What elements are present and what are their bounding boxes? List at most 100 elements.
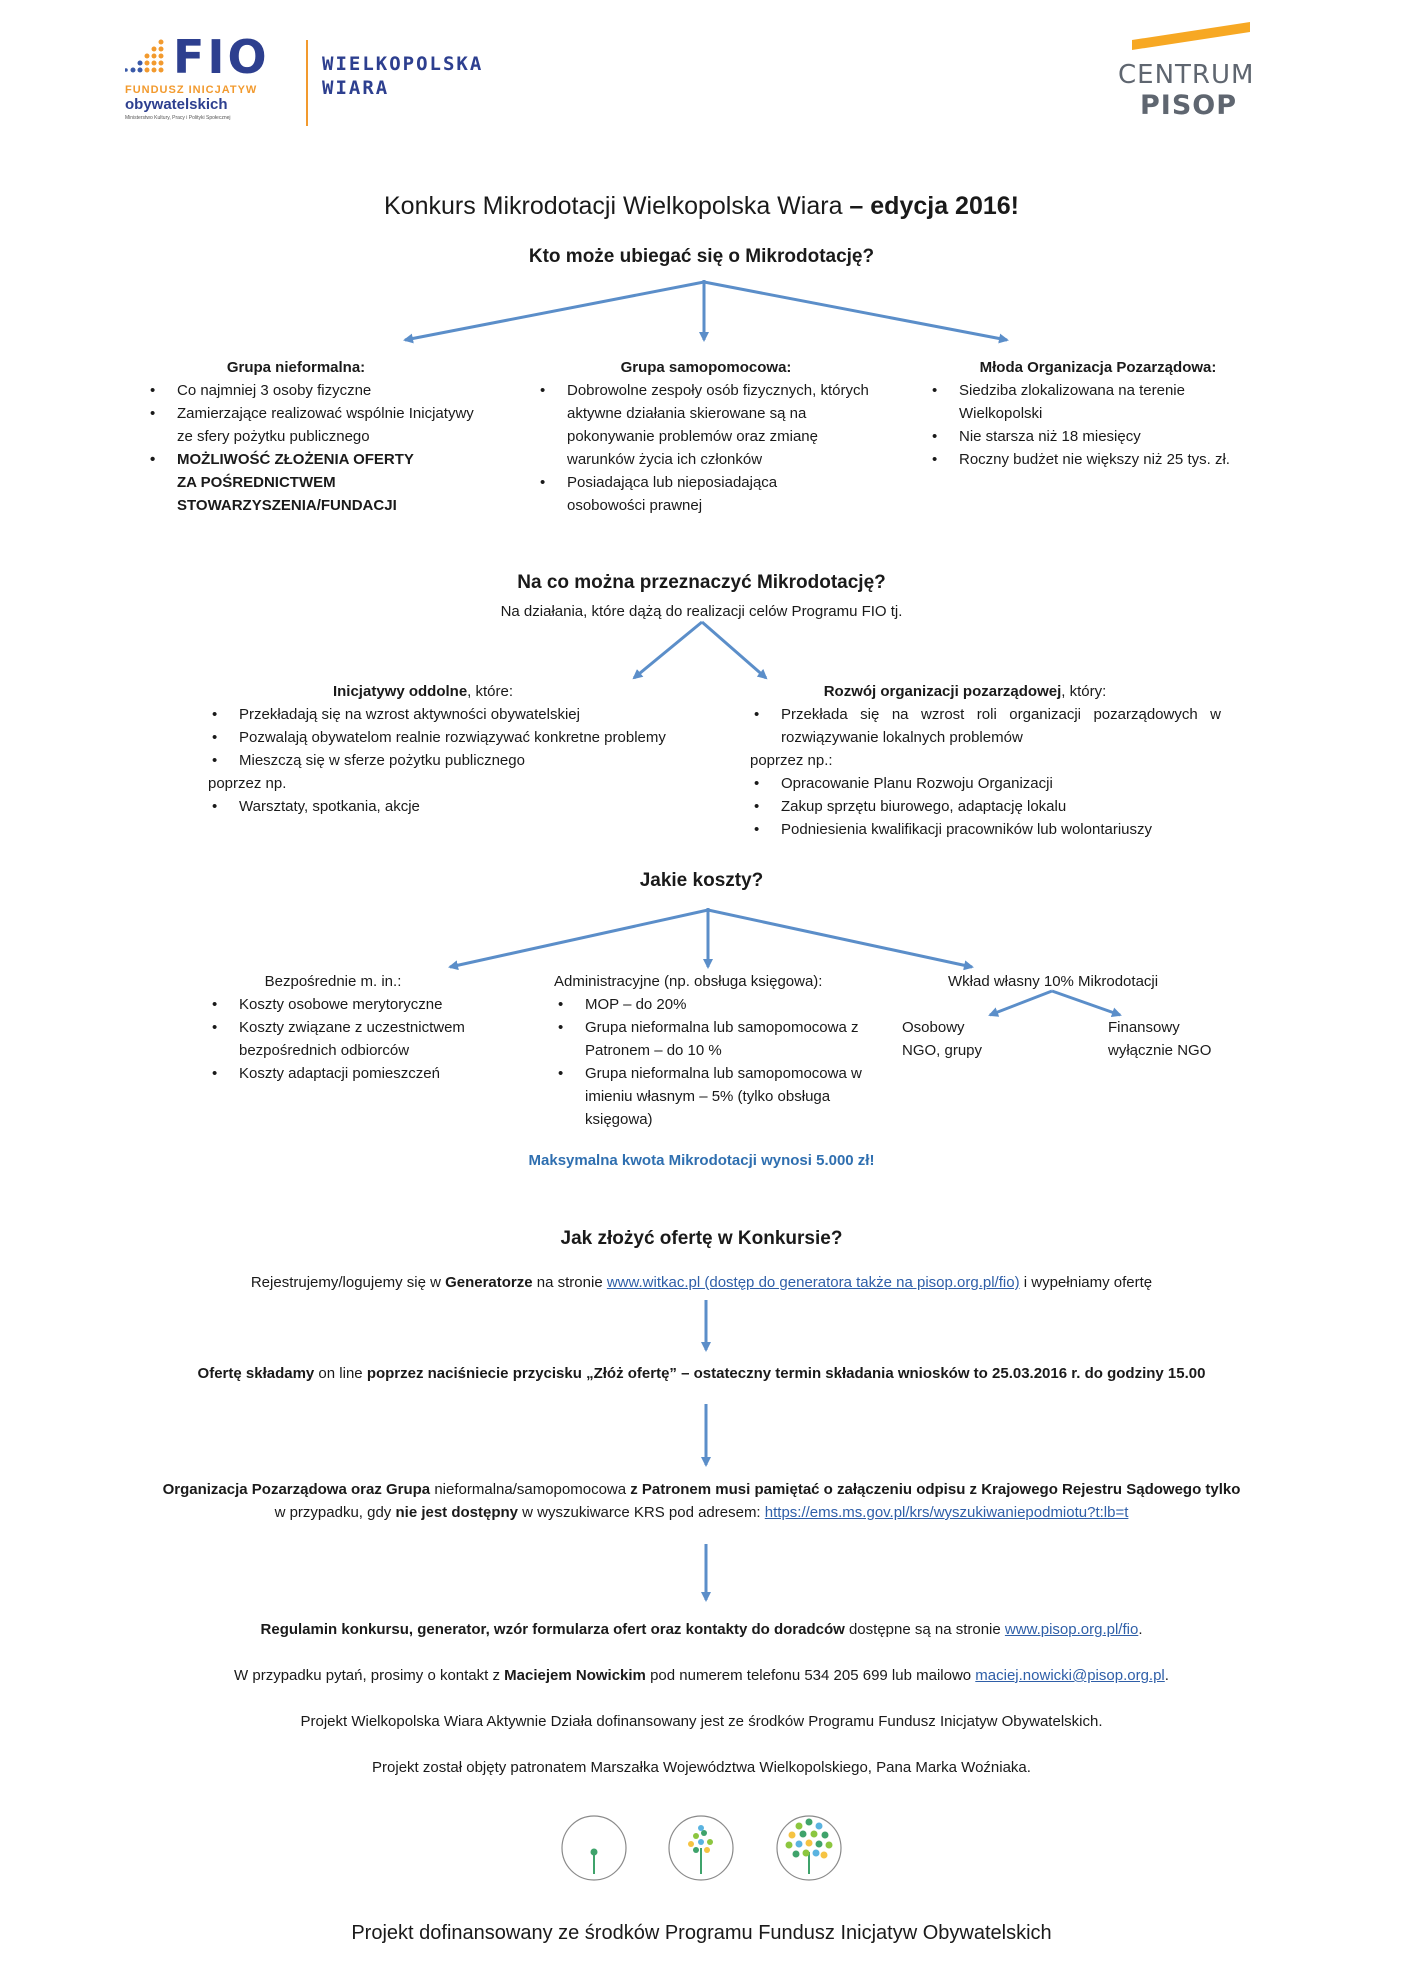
growing-trees-icon <box>561 1815 842 1881</box>
s1-col2: Grupa samopomocowa: Dobrowolne zespoły o… <box>536 356 896 517</box>
s3-col2-heading: Administracyjne (np. obsługa księgowa): <box>554 973 823 990</box>
step1-a: Rejestrujemy/logujemy się w <box>250 1274 446 1291</box>
contact-c: pod numerem telefonu 534 205 699 lub mai… <box>645 1667 976 1684</box>
arrow-s1-left <box>403 280 705 344</box>
s1-col1: Grupa nieformalna: Co najmniej 3 osoby f… <box>146 356 486 517</box>
s3-wklad-right: Finansowy wyłącznie NGO <box>1108 1016 1211 1062</box>
pisop-line2: PISOP <box>1140 90 1238 121</box>
list-item: Mieszczą się w sferze pożytku publiczneg… <box>208 749 688 772</box>
list-item: Dobrowolne zespoły osób fizycznych, któr… <box>536 379 877 471</box>
s3-col1-heading: Bezpośrednie m. in.: <box>264 973 402 990</box>
arrow-s3-left <box>448 908 709 971</box>
s2-left-list2: Warsztaty, spotkania, akcje <box>208 795 688 818</box>
s3-col1-list: Koszty osobowe merytoryczne Koszty związ… <box>208 993 508 1085</box>
logo-divider <box>306 40 308 126</box>
centrum-pisop-logo: CENTRUM PISOP <box>1118 22 1258 122</box>
step2-text: Ofertę składamy on line poprzez naciśnie… <box>0 1362 1403 1385</box>
list-item: Zakup sprzętu biurowego, adaptację lokal… <box>750 795 1230 818</box>
s3-col1: Bezpośrednie m. in.: Koszty osobowe mery… <box>208 970 508 1085</box>
step2-e: – ostateczny termin składania wniosków t… <box>676 1365 993 1382</box>
list-item: Nie starsza niż 18 miesięcy <box>928 425 1288 448</box>
max-amount-note: Maksymalna kwota Mikrodotacji wynosi 5.0… <box>528 1152 875 1169</box>
arrow-s3-right <box>707 908 974 971</box>
list-item: Pozwalają obywatelom realnie rozwiązywać… <box>208 726 669 749</box>
s1-col3: Młoda Organizacja Pozarządowa: Siedziba … <box>928 356 1288 471</box>
s2-left-heading-rest: , które: <box>467 683 514 700</box>
step4-a: Regulamin konkursu, generator, wzór form… <box>260 1621 845 1638</box>
step1-c: na stronie <box>532 1274 607 1291</box>
step3-text: Organizacja Pozarządowa oraz Grupa niefo… <box>0 1478 1403 1524</box>
list-item: Zamierzające realizować wspólnie Inicjat… <box>146 402 477 448</box>
list-item: Przekładają się na wzrost aktywności oby… <box>208 703 688 726</box>
s2-left: Inicjatywy oddolne, które: Przekładają s… <box>208 680 688 818</box>
contact-text: W przypadku pytań, prosimy o kontakt z M… <box>0 1664 1403 1687</box>
witkac-link[interactable]: www.witkac.pl (dostęp do generatora takż… <box>606 1274 1020 1291</box>
step4-text: Regulamin konkursu, generator, wzór form… <box>0 1618 1403 1641</box>
list-item: MOŻLIWOŚĆ ZŁOŻENIA OFERTY ZA POŚREDNICTW… <box>146 448 427 517</box>
title-normal: Konkurs Mikrodotacji Wielkopolska Wiara <box>383 192 850 220</box>
s1-col2-list: Dobrowolne zespoły osób fizycznych, któr… <box>536 379 896 517</box>
arrow-wklad-left <box>988 989 1053 1017</box>
fio-line3: Ministerstwo Kultury, Pracy i Polityki S… <box>125 115 231 121</box>
contact-person: Maciejem Nowickim <box>504 1667 646 1684</box>
wielkopolska-line1: WIELKOPOLSKA <box>322 53 484 75</box>
s1-col3-list: Siedziba zlokalizowana na terenie Wielko… <box>928 379 1288 471</box>
wielkopolska-line2: WIARA <box>322 77 390 99</box>
section2-subheading: Na działania, które dążą do realizacji c… <box>500 603 903 620</box>
wklad-finansowy-who: wyłącznie NGO <box>1108 1042 1212 1059</box>
list-item: Koszty adaptacji pomieszczeń <box>208 1062 508 1085</box>
title-bold: – edycja 2016! <box>849 192 1019 220</box>
list-item: Siedziba zlokalizowana na terenie Wielko… <box>928 379 1249 425</box>
krs-link[interactable]: https://ems.ms.gov.pl/krs/wyszukiwaniepo… <box>764 1504 1129 1521</box>
step3-g: nie jest dostępny <box>395 1504 519 1521</box>
s2-right-list2: Opracowanie Planu Rozwoju Organizacji Za… <box>750 772 1230 841</box>
section3-heading: Jakie koszty? <box>639 870 764 891</box>
fio-logo: FIO FUNDUSZ INICJATYW obywatelskich Mini… <box>125 30 300 124</box>
list-item: Przekłada się na wzrost roli organizacji… <box>750 703 1221 749</box>
section2-heading: Na co można przeznaczyć Mikrodotację? <box>517 572 886 593</box>
patronage-line: Projekt został objęty patronatem Marszał… <box>372 1759 1031 1776</box>
s1-col1-list: Co najmniej 3 osoby fizyczne Zamierzając… <box>146 379 486 517</box>
s2-right-list: Przekłada się na wzrost roli organizacji… <box>750 703 1230 749</box>
step3-b: nieformalna/samopomocowa <box>434 1481 627 1498</box>
pisop-line1: CENTRUM <box>1118 60 1255 90</box>
step4-c: . <box>1138 1621 1143 1638</box>
step3-line2: w przypadku, gdy nie jest dostępny w wys… <box>0 1501 1403 1524</box>
s2-right-heading: Rozwój organizacji pozarządowej, który: <box>750 680 1180 703</box>
s1-col3-heading: Młoda Organizacja Pozarządowa: <box>979 359 1217 376</box>
step1-generator: Generatorze <box>445 1274 533 1291</box>
step3-d: pamiętać o załączeniu odpisu z Krajowego… <box>754 1481 1202 1498</box>
s1-col2-heading: Grupa samopomocowa: <box>620 359 792 376</box>
s2-left-list: Przekładają się na wzrost aktywności oby… <box>208 703 688 772</box>
contact-d: . <box>1164 1667 1169 1684</box>
wklad-osobowy: Osobowy <box>902 1019 965 1036</box>
fio-line1: FUNDUSZ INICJATYW <box>125 84 258 96</box>
pisop-stripe-icon <box>1132 22 1250 50</box>
step2-d: „Złóż ofertę” <box>586 1365 677 1382</box>
s3-wklad-left: Osobowy NGO, grupy <box>902 1016 982 1062</box>
s3-col3-heading: Wkład własny 10% Mikrodotacji <box>948 973 1159 990</box>
s2-right: Rozwój organizacji pozarządowej, który: … <box>750 680 1230 841</box>
step3-f: w przypadku, gdy <box>274 1504 396 1521</box>
list-item: Warsztaty, spotkania, akcje <box>208 795 688 818</box>
list-item: Koszty związane z uczestnictwem bezpośre… <box>208 1016 509 1062</box>
step2-deadline: 25.03.2016 r. do godziny 15.00 <box>992 1365 1206 1382</box>
step1-d: i wypełniamy ofertę <box>1019 1274 1153 1291</box>
step3-a: Organizacja Pozarządowa oraz Grupa <box>162 1481 435 1498</box>
email-link[interactable]: maciej.nowicki@pisop.org.pl <box>975 1667 1165 1684</box>
s2-left-heading: Inicjatywy oddolne, które: <box>208 680 638 703</box>
arrow-s1-right <box>703 280 1009 344</box>
fio-mark: FIO <box>173 30 270 84</box>
s2-right-heading-bold: Rozwój organizacji pozarządowej <box>823 683 1062 700</box>
list-item: Grupa nieformalna lub samopomocowa z Pat… <box>554 1016 885 1062</box>
step3-c: z Patronem musi <box>626 1481 755 1498</box>
step2-a: Ofertę składamy <box>197 1365 315 1382</box>
step2-c: poprzez naciśniecie przycisku <box>366 1365 587 1382</box>
step4-b: dostępne są na stronie <box>844 1621 1005 1638</box>
list-item: Podniesienia kwalifikacji pracowników lu… <box>750 818 1230 841</box>
s2-left-heading-bold: Inicjatywy oddolne <box>332 683 468 700</box>
pisop-fio-link[interactable]: www.pisop.org.pl/fio <box>1004 1621 1139 1638</box>
arrow-s2-right <box>701 620 768 680</box>
s3-col2-list: MOP – do 20% Grupa nieformalna lub samop… <box>554 993 894 1131</box>
